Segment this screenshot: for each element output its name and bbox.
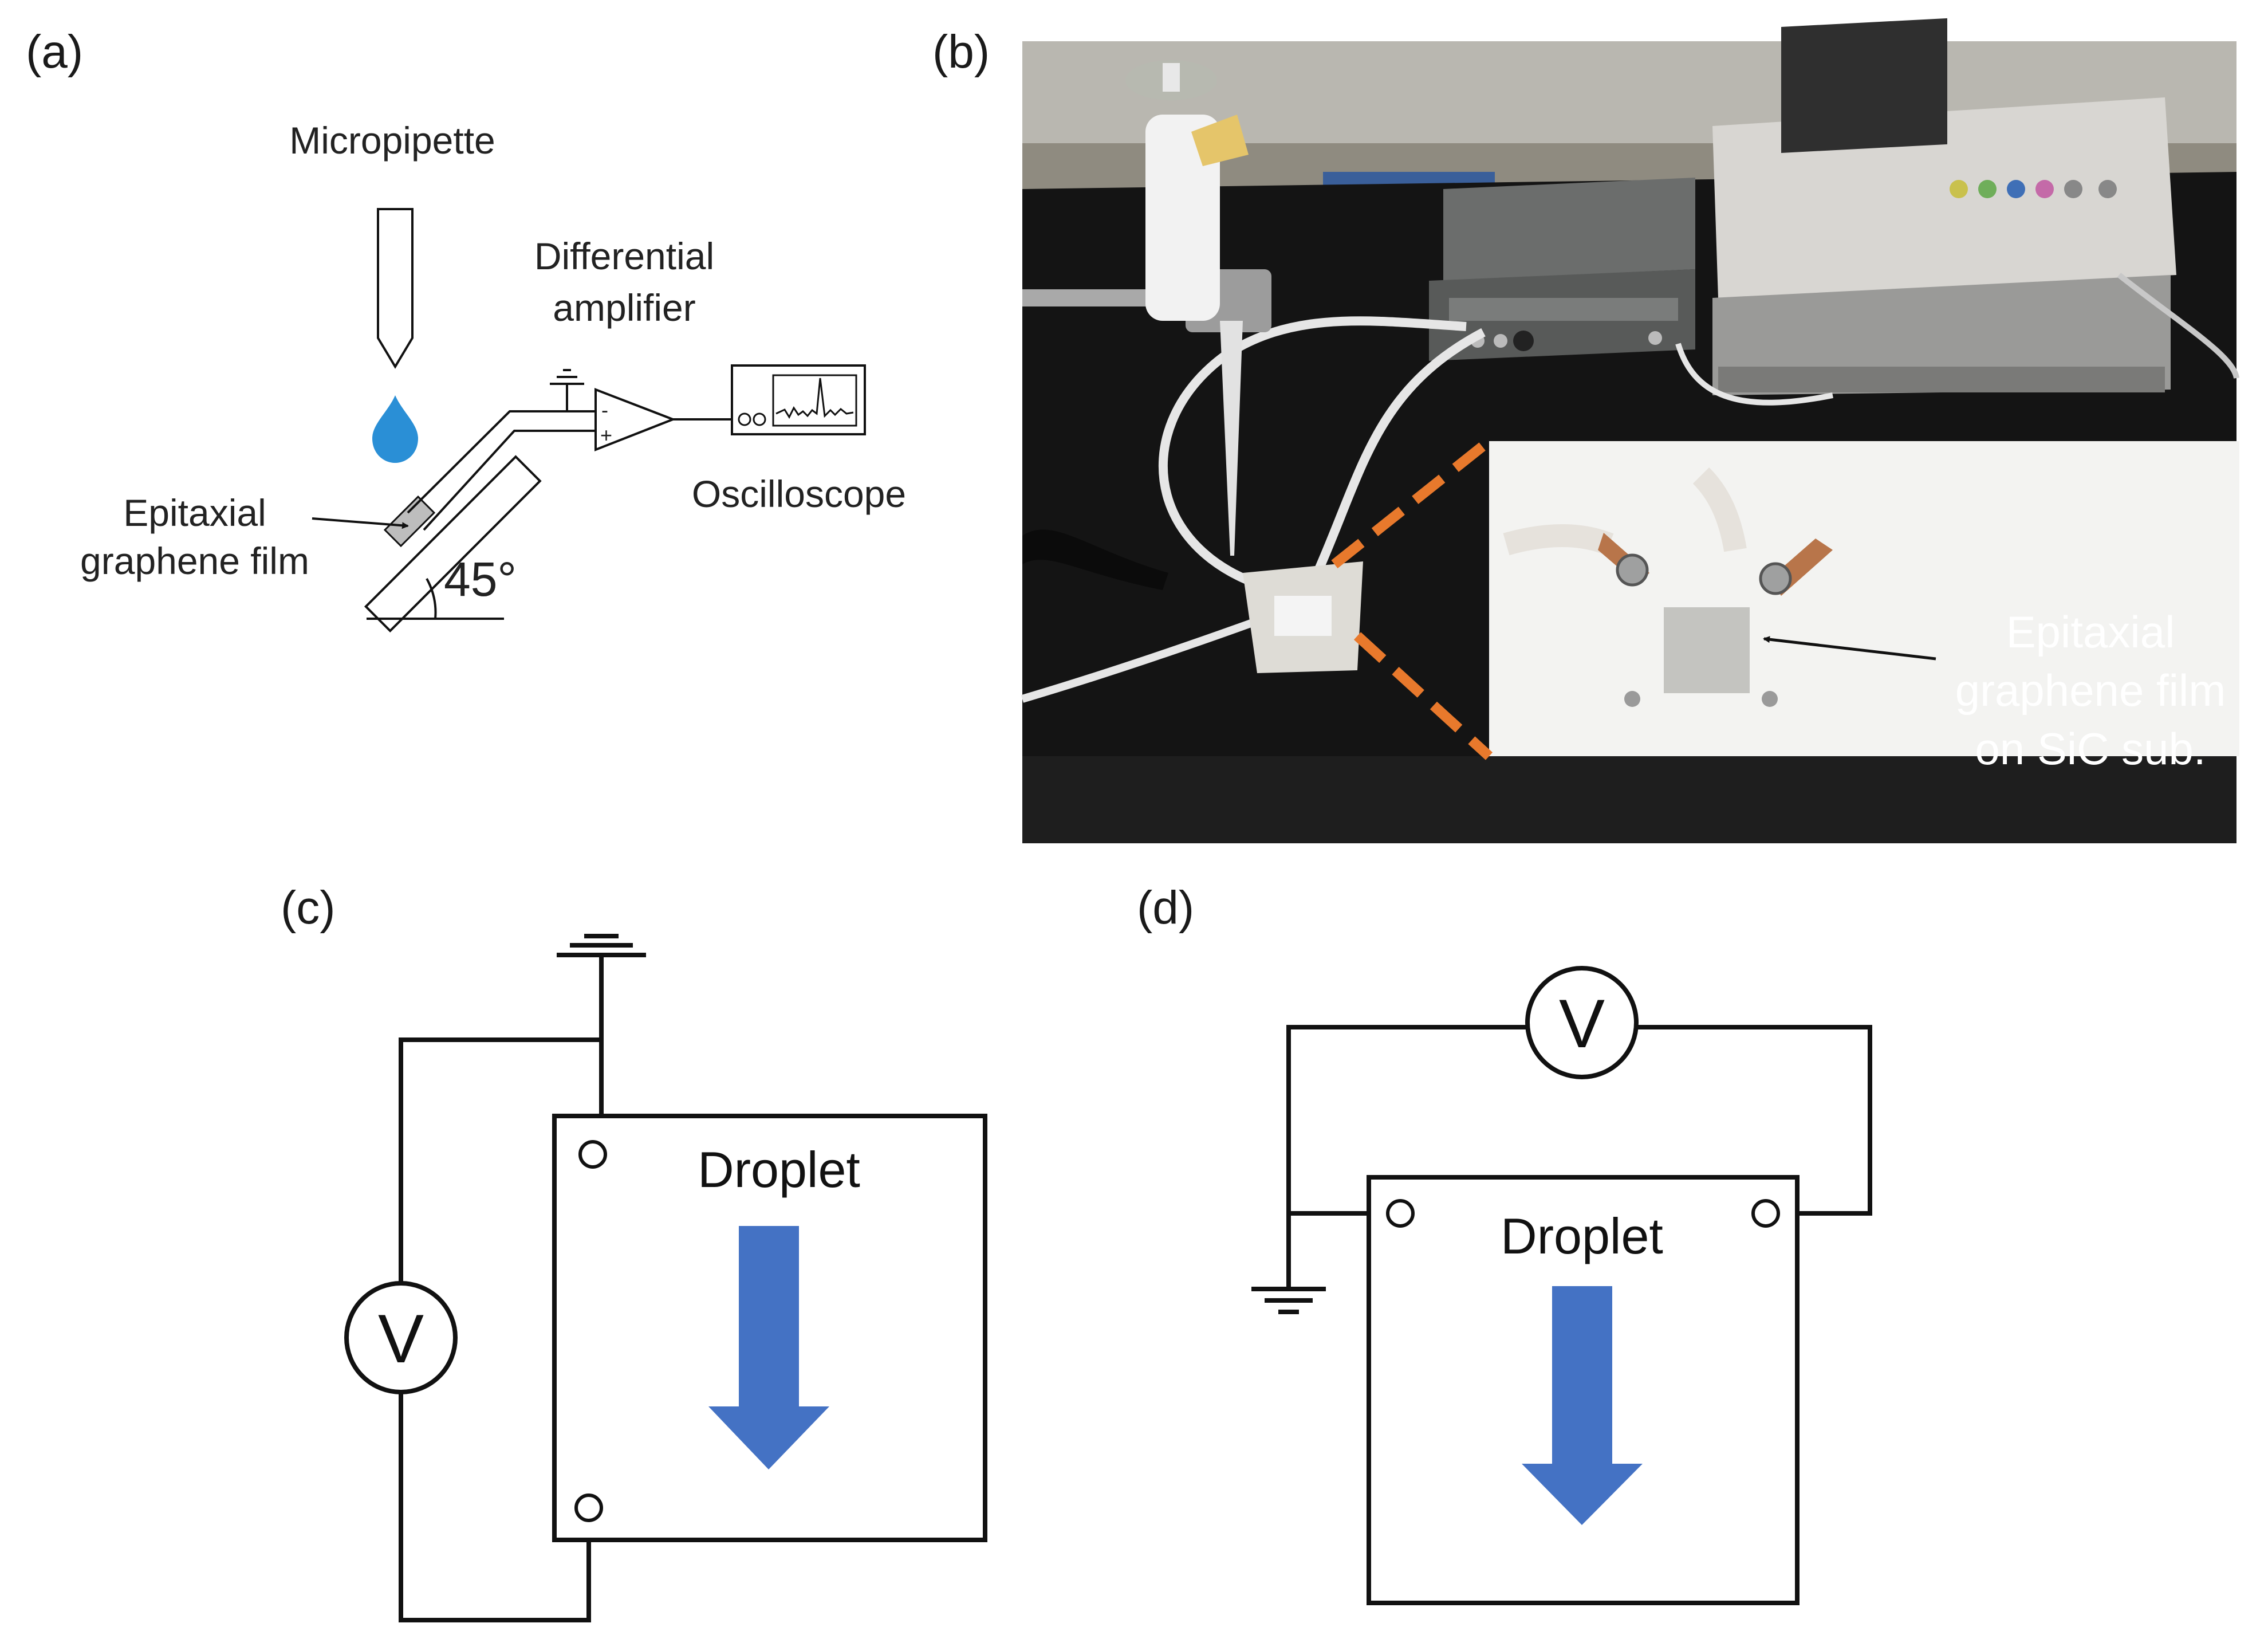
angle-arc bbox=[426, 578, 437, 619]
voltmeter-c-symbol: V bbox=[378, 1300, 424, 1377]
ground-icon-c bbox=[557, 934, 646, 957]
oscilloscope-icon bbox=[731, 364, 866, 435]
zoom-dash-bottom bbox=[1353, 632, 1493, 760]
micropipette-label: Micropipette bbox=[289, 119, 495, 162]
flow-arrow-c bbox=[708, 1226, 829, 1469]
water-droplet-icon bbox=[372, 395, 418, 463]
amplifier-device bbox=[1429, 178, 1695, 361]
panel-a-label: (a) bbox=[26, 26, 83, 78]
flow-arrow-d bbox=[1522, 1286, 1643, 1525]
ground-icon-d bbox=[1251, 1213, 1326, 1314]
panel-d-label: (d) bbox=[1137, 882, 1194, 934]
oscilloscope-device bbox=[1712, 18, 2176, 395]
amplifier-label-line2: amplifier bbox=[553, 286, 695, 329]
panel-b: (b) bbox=[932, 18, 2239, 843]
callout-line2: graphene film bbox=[1955, 665, 2226, 716]
voltmeter-d-symbol: V bbox=[1559, 985, 1605, 1062]
callout-line3: on SiC sub. bbox=[1975, 724, 2206, 774]
droplet-label-d: Droplet bbox=[1501, 1208, 1663, 1264]
panel-c-label: (c) bbox=[281, 882, 336, 934]
ground-icon bbox=[550, 369, 584, 411]
amp-plus-sign: + bbox=[600, 423, 612, 447]
electrode-top-c bbox=[578, 1140, 607, 1169]
callout-line1: Epitaxial bbox=[2006, 607, 2175, 657]
amplifier-label-line1: Differential bbox=[534, 235, 714, 277]
amp-minus-sign: - bbox=[601, 398, 608, 422]
electrode-left-d bbox=[1386, 1199, 1415, 1228]
wire-top-d bbox=[1286, 1025, 1526, 1216]
panel-a: (a) Micropipette 45° Epitaxial graphene … bbox=[26, 26, 906, 633]
voltmeter-d bbox=[1525, 966, 1639, 1079]
graphene-film-plate bbox=[383, 495, 436, 548]
wire-left-c bbox=[399, 1037, 601, 1295]
film-label-line2: graphene film bbox=[80, 540, 309, 582]
micropipette-icon bbox=[377, 208, 414, 369]
graphene-film-sample bbox=[1664, 607, 1750, 693]
electrode-right-d bbox=[1751, 1199, 1780, 1228]
wire-right-d bbox=[1638, 1025, 1872, 1216]
cable-plus bbox=[423, 430, 596, 531]
panel-c: (c) V Droplet bbox=[281, 882, 987, 1622]
wire-bottom-c bbox=[399, 1381, 591, 1622]
panel-d: (d) V Droplet bbox=[1137, 882, 1872, 1605]
angle-label: 45° bbox=[444, 552, 517, 606]
zoom-inset: Epitaxial graphene film on SiC sub. bbox=[1489, 441, 2239, 774]
amplifier-icon bbox=[594, 388, 676, 451]
lab-setup-photo: Epitaxial graphene film on SiC sub. bbox=[1021, 18, 2239, 843]
zoom-dash-top bbox=[1331, 437, 1493, 569]
electrode-bottom-c bbox=[574, 1494, 603, 1522]
film-pointer bbox=[312, 517, 409, 529]
panel-b-label: (b) bbox=[932, 26, 990, 78]
oscilloscope-label: Oscilloscope bbox=[692, 473, 906, 515]
voltmeter-c bbox=[344, 1281, 458, 1394]
micropipette-device bbox=[1125, 60, 1249, 556]
droplet-label-c: Droplet bbox=[698, 1141, 860, 1198]
film-label-line1: Epitaxial bbox=[123, 492, 266, 534]
